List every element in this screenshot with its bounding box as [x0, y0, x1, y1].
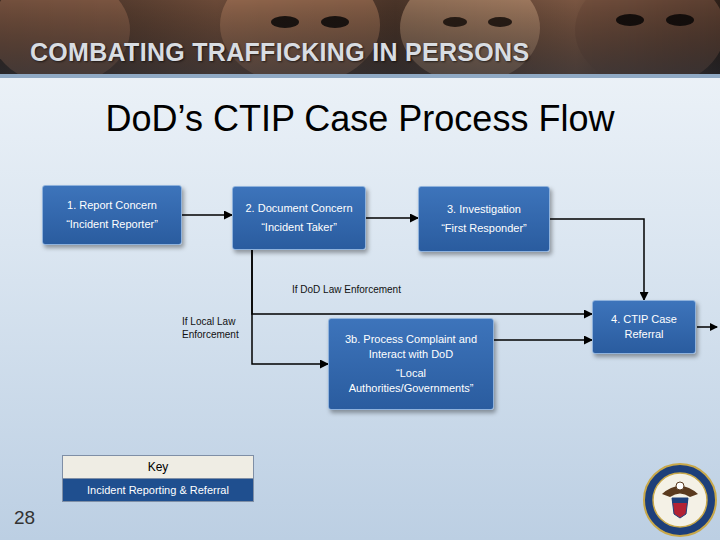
legend-swatch: Incident Reporting & Referral: [63, 479, 253, 501]
step-name: 4. CTIP Case Referral: [601, 312, 687, 342]
exit-arrow: [697, 326, 717, 328]
role-name: “Incident Taker”: [261, 220, 337, 235]
role-name: “First Responder”: [441, 221, 527, 236]
process-box: 4. CTIP Case Referral: [592, 300, 696, 354]
legend-box: KeyIncident Reporting & Referral: [62, 455, 254, 502]
role-name: “Incident Reporter”: [66, 217, 158, 232]
page-number: 28: [14, 507, 35, 529]
flow-arrow: [252, 250, 328, 364]
step-name: 1. Report Concern: [67, 198, 157, 213]
legend-heading: Key: [63, 456, 253, 479]
process-box: 3b. Process Complaint and Interact with …: [328, 318, 494, 410]
flow-arrow: [366, 217, 418, 219]
legend-text: Incident Reporting & Referral: [67, 484, 249, 496]
flow-arrow: [550, 219, 644, 300]
step-name: 3b. Process Complaint and Interact with …: [337, 332, 485, 362]
banner-heading: COMBATING TRAFFICKING IN PERSONS: [30, 38, 529, 67]
step-name: 2. Document Concern: [246, 201, 353, 216]
dod-seal: [644, 464, 716, 536]
role-name: “Local Authorities/Governments”: [337, 366, 485, 396]
process-box: 3. Investigation “First Responder”: [418, 186, 550, 252]
process-box: 1. Report Concern “Incident Reporter”: [42, 185, 182, 245]
flow-arrow: [252, 250, 592, 314]
step-name: 3. Investigation: [447, 202, 521, 217]
branch-condition: If DoD Law Enforcement: [292, 284, 401, 297]
process-box: 2. Document Concern “Incident Taker”: [232, 186, 366, 250]
flow-arrow: [182, 214, 232, 216]
flow-arrow: [494, 339, 592, 341]
branch-condition: If Local Law Enforcement: [182, 316, 244, 341]
slide-title: DoD’s CTIP Case Process Flow: [0, 98, 720, 140]
